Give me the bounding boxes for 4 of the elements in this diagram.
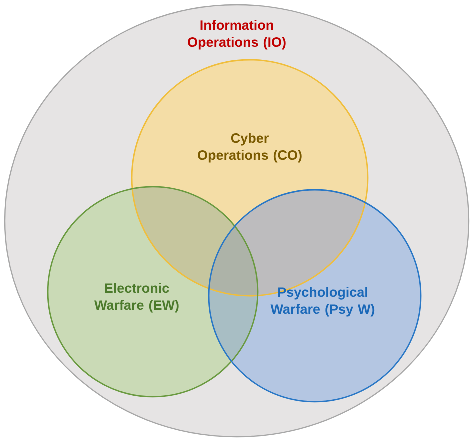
circle-label: Electronic Warfare (EW) — [94, 283, 179, 313]
circle-label: Information Operations (IO) — [188, 20, 286, 50]
circle-label: Psychological Warfare (Psy W) — [270, 287, 375, 317]
circle-label: Cyber Operations (CO) — [198, 133, 302, 163]
